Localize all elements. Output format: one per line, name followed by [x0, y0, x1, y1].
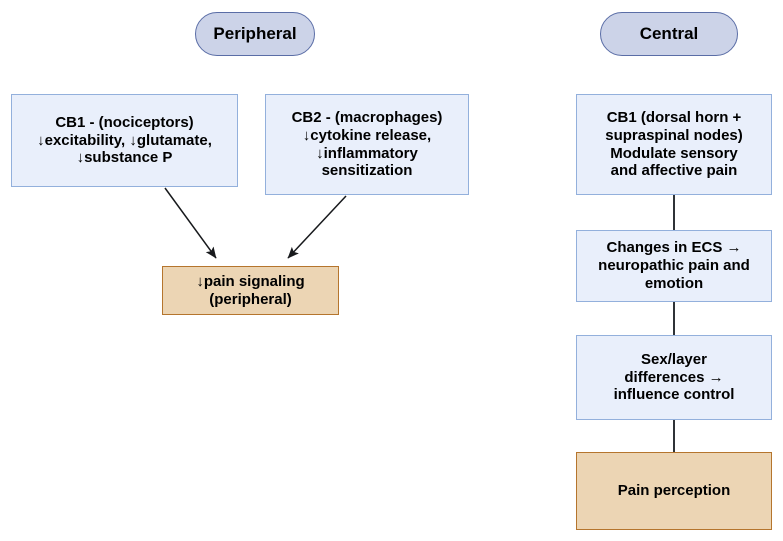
node-peripheral-cb1[interactable]: CB1 - (nociceptors) ↓excitability, ↓glut…	[11, 94, 238, 187]
column-header-peripheral[interactable]: Peripheral	[195, 12, 315, 56]
node-peripheral-cb2[interactable]: CB2 - (macrophages) ↓cytokine release, ↓…	[265, 94, 469, 195]
connector-cb2-to-pain-signaling	[287, 195, 347, 259]
node-central-sex-layer-differences[interactable]: Sex/layer differences → influence contro…	[576, 335, 772, 420]
node-central-pain-perception[interactable]: Pain perception	[576, 452, 772, 530]
node-central-ecs-changes[interactable]: Changes in ECS → neuropathic pain and em…	[576, 230, 772, 302]
connector-cb1-to-pain-signaling	[164, 187, 217, 259]
node-central-cb1[interactable]: CB1 (dorsal horn + supraspinal nodes) Mo…	[576, 94, 772, 195]
column-header-central[interactable]: Central	[600, 12, 738, 56]
node-peripheral-pain-signaling[interactable]: ↓pain signaling (peripheral)	[162, 266, 339, 315]
